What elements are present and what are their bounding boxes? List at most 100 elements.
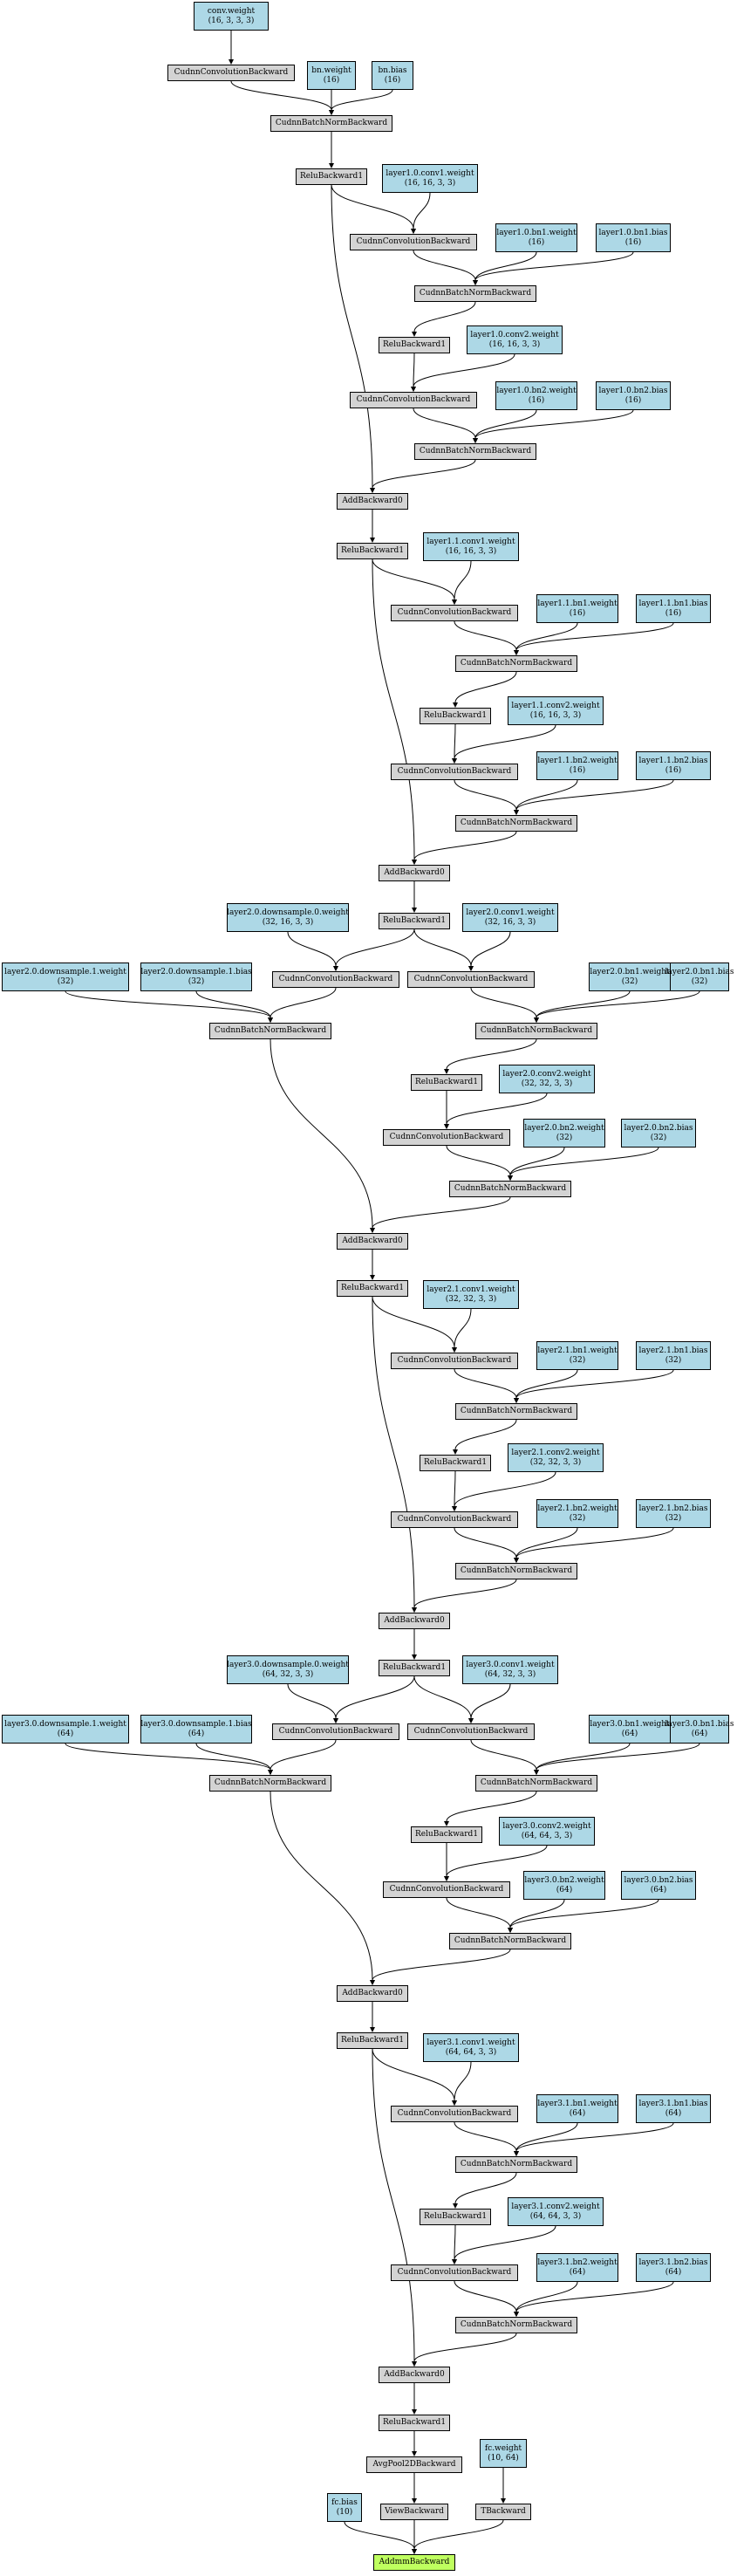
edge [536, 990, 631, 1018]
node-label: layer3.1.bn1.bias [638, 2099, 708, 2108]
op-node: ReluBackward1 [420, 708, 491, 724]
edge [454, 724, 556, 759]
node-shape: (10) [336, 2507, 353, 2517]
node-shape: (16) [624, 237, 642, 247]
edge [230, 80, 332, 111]
node-label: layer2.0.conv1.weight [466, 908, 555, 917]
op-node: CudnnBatchNormBackward [455, 2317, 577, 2333]
edge-arrowhead [473, 280, 478, 285]
node-shape: (16) [569, 608, 586, 618]
param-node: layer2.0.bn2.bias(32) [621, 1119, 696, 1148]
node-label: ReluBackward1 [382, 1663, 447, 1672]
edge-arrowhead [370, 1228, 375, 1233]
edge-arrowhead [452, 1506, 457, 1511]
node-label: layer1.1.bn1.bias [638, 599, 708, 608]
edge [470, 987, 537, 1018]
edge [474, 409, 634, 439]
node-label: fc.bias [331, 2497, 358, 2507]
edge [454, 2172, 517, 2204]
node-label: layer2.0.downsample.1.weight [4, 967, 126, 976]
edge-arrowhead [370, 2027, 375, 2032]
node-label: layer3.0.downsample.1.weight [4, 1719, 126, 1729]
node-label: layer2.0.bn1.weight [590, 967, 670, 976]
edge-arrowhead [452, 2100, 457, 2106]
edge [331, 89, 393, 111]
edge [65, 990, 271, 1018]
node-shape: (16) [384, 75, 401, 85]
op-node: CudnnBatchNormBackward [414, 285, 536, 302]
node-label: layer1.1.bn1.weight [537, 599, 618, 608]
edge-arrowhead [453, 702, 458, 708]
node-label: layer2.0.bn2.weight [524, 1123, 604, 1133]
param-node: layer2.0.conv1.weight(32, 16, 3, 3) [462, 903, 558, 932]
node-shape: (32, 16, 3, 3) [262, 917, 314, 927]
node-label: CudnnBatchNormBackward [275, 119, 388, 127]
edge [372, 1196, 511, 1229]
node-shape: (64) [188, 1729, 205, 1738]
op-node: CudnnConvolutionBackward [391, 764, 518, 780]
node-shape: (32) [569, 1355, 586, 1365]
param-node: layer3.0.bn2.bias(64) [621, 1871, 696, 1900]
node-label: ViewBackward [385, 2507, 444, 2516]
op-node: ViewBackward [380, 2504, 448, 2520]
node-label: layer3.1.conv1.weight [427, 2038, 515, 2047]
op-node: ReluBackward1 [296, 168, 367, 185]
edge-arrowhead [501, 2498, 506, 2504]
edge [470, 1683, 511, 1719]
edge [515, 622, 578, 651]
node-label: layer3.0.bn2.weight [524, 1875, 604, 1885]
node-label: layer1.0.bn1.weight [496, 228, 577, 237]
node-label: CudnnBatchNormBackward [460, 659, 573, 668]
node-label: layer1.1.conv2.weight [511, 701, 600, 710]
edge-arrowhead [411, 387, 416, 392]
node-label: layer1.1.bn2.bias [638, 756, 708, 765]
op-node: CudnnBatchNormBackward [455, 815, 577, 832]
edge [474, 251, 634, 281]
node-label: bn.bias [378, 65, 407, 75]
op-node: ReluBackward1 [337, 543, 408, 559]
node-label: AddBackward0 [342, 1989, 403, 1997]
node-label: layer2.1.conv2.weight [511, 1448, 600, 1457]
param-node: layer1.0.conv2.weight(16, 16, 3, 3) [467, 325, 563, 354]
node-label: layer1.0.conv2.weight [470, 330, 559, 339]
edge-arrowhead [333, 1718, 338, 1723]
node-label: layer3.0.downsample.0.weight [227, 1660, 349, 1669]
edge [509, 1147, 659, 1176]
edge-arrowhead [514, 1398, 519, 1403]
node-label: CudnnBatchNormBackward [454, 1936, 567, 1945]
edge [454, 2061, 472, 2101]
node-label: ReluBackward1 [414, 1830, 479, 1839]
edge [454, 671, 517, 703]
edge [446, 1791, 537, 1822]
node-shape: (16) [665, 765, 682, 775]
edge-arrowhead [452, 1347, 457, 1353]
node-shape: (32) [665, 1355, 682, 1365]
edge [195, 1743, 271, 1771]
edge [446, 1145, 511, 1176]
op-node: AddBackward0 [379, 1613, 450, 1629]
node-shape: (32, 32, 3, 3) [529, 1457, 582, 1467]
edge-arrowhead [229, 59, 234, 65]
edge [454, 779, 517, 811]
node-label: layer2.1.bn2.bias [638, 1504, 708, 1513]
edge [413, 2333, 517, 2362]
param-node: layer2.1.bn2.weight(32) [536, 1499, 618, 1528]
node-shape: (64) [569, 2108, 586, 2118]
op-node: CudnnConvolutionBackward [391, 2264, 518, 2281]
edge [413, 408, 476, 439]
edge [413, 353, 515, 387]
edge [372, 1296, 415, 1608]
param-node: layer3.0.bn1.weight(64) [589, 1715, 671, 1744]
param-node: fc.bias(10) [327, 2493, 362, 2522]
op-node: CudnnBatchNormBackward [475, 1775, 597, 1792]
node-shape: (32) [569, 1513, 586, 1523]
node-label: CudnnConvolutionBackward [397, 1356, 512, 1365]
node-label: ReluBackward1 [340, 1284, 405, 1292]
edge [413, 250, 476, 281]
edge-arrowhead [444, 1069, 449, 1074]
node-shape: (16, 16, 3, 3) [488, 339, 541, 349]
edge [65, 1743, 271, 1771]
node-label: layer1.0.bn1.bias [598, 228, 668, 237]
edge [372, 2048, 455, 2101]
